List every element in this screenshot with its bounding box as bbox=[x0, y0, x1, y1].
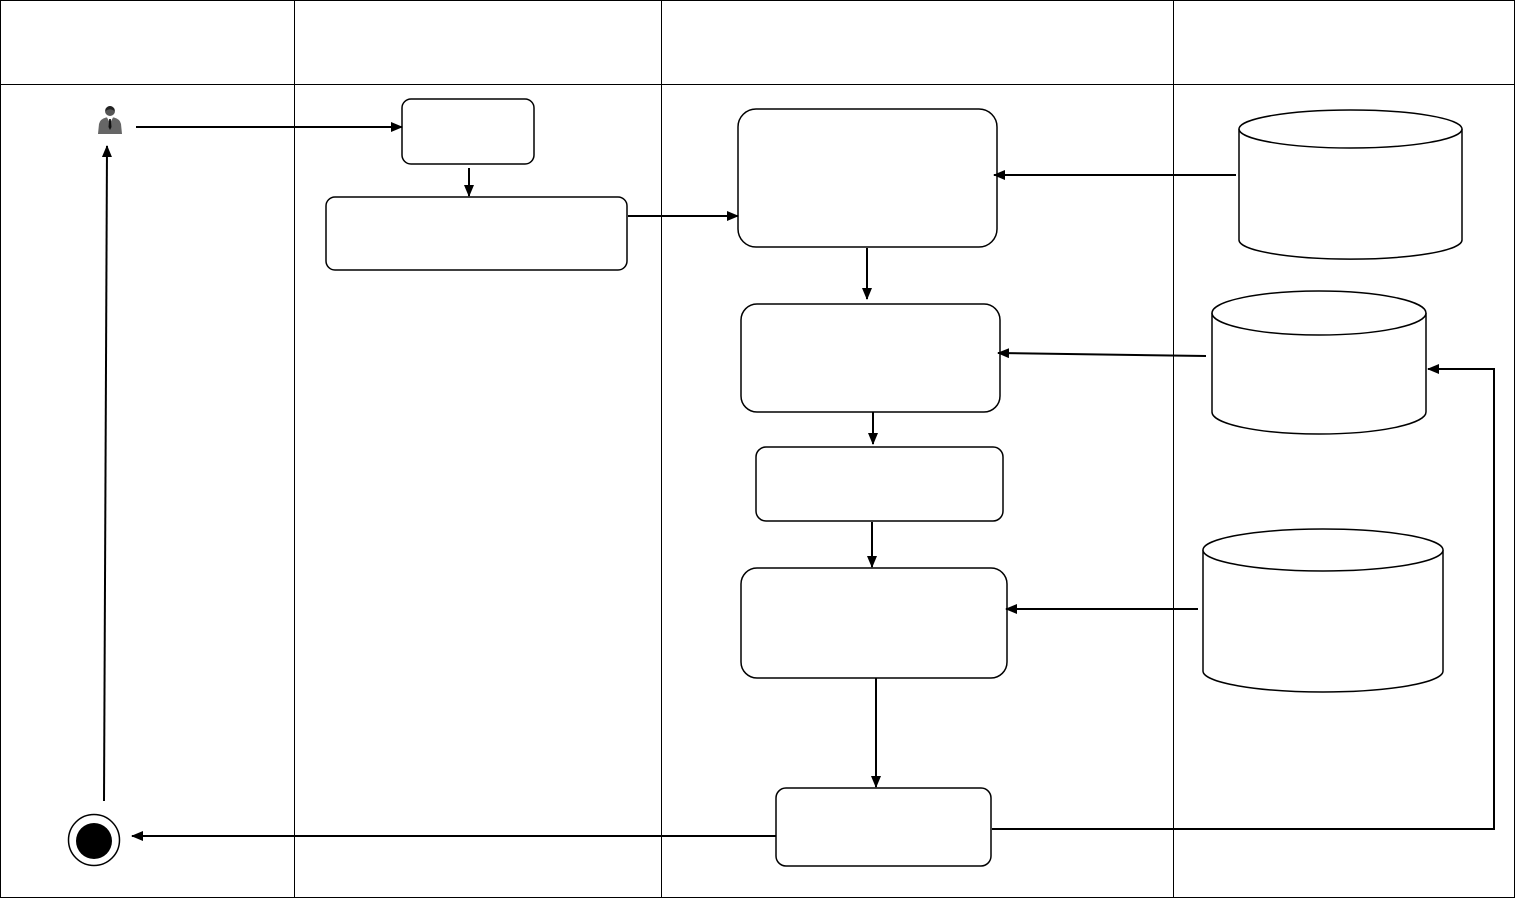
user-icon bbox=[98, 106, 122, 134]
process-box-2 bbox=[740, 303, 1001, 413]
database-3 bbox=[1202, 528, 1444, 693]
start-box bbox=[401, 98, 535, 165]
database-2 bbox=[1211, 290, 1427, 435]
process-box-3 bbox=[755, 446, 1004, 522]
arrow-output-to-db2 bbox=[992, 364, 1495, 830]
output-box bbox=[775, 787, 992, 867]
input-box bbox=[325, 196, 628, 271]
database-1 bbox=[1238, 109, 1463, 260]
process-box-1 bbox=[737, 108, 998, 248]
arrow-db2-to-process-2 bbox=[997, 348, 1207, 359]
process-box-4 bbox=[740, 567, 1008, 679]
end-state-icon bbox=[67, 813, 121, 867]
arrow-end-to-actor bbox=[101, 145, 112, 802]
